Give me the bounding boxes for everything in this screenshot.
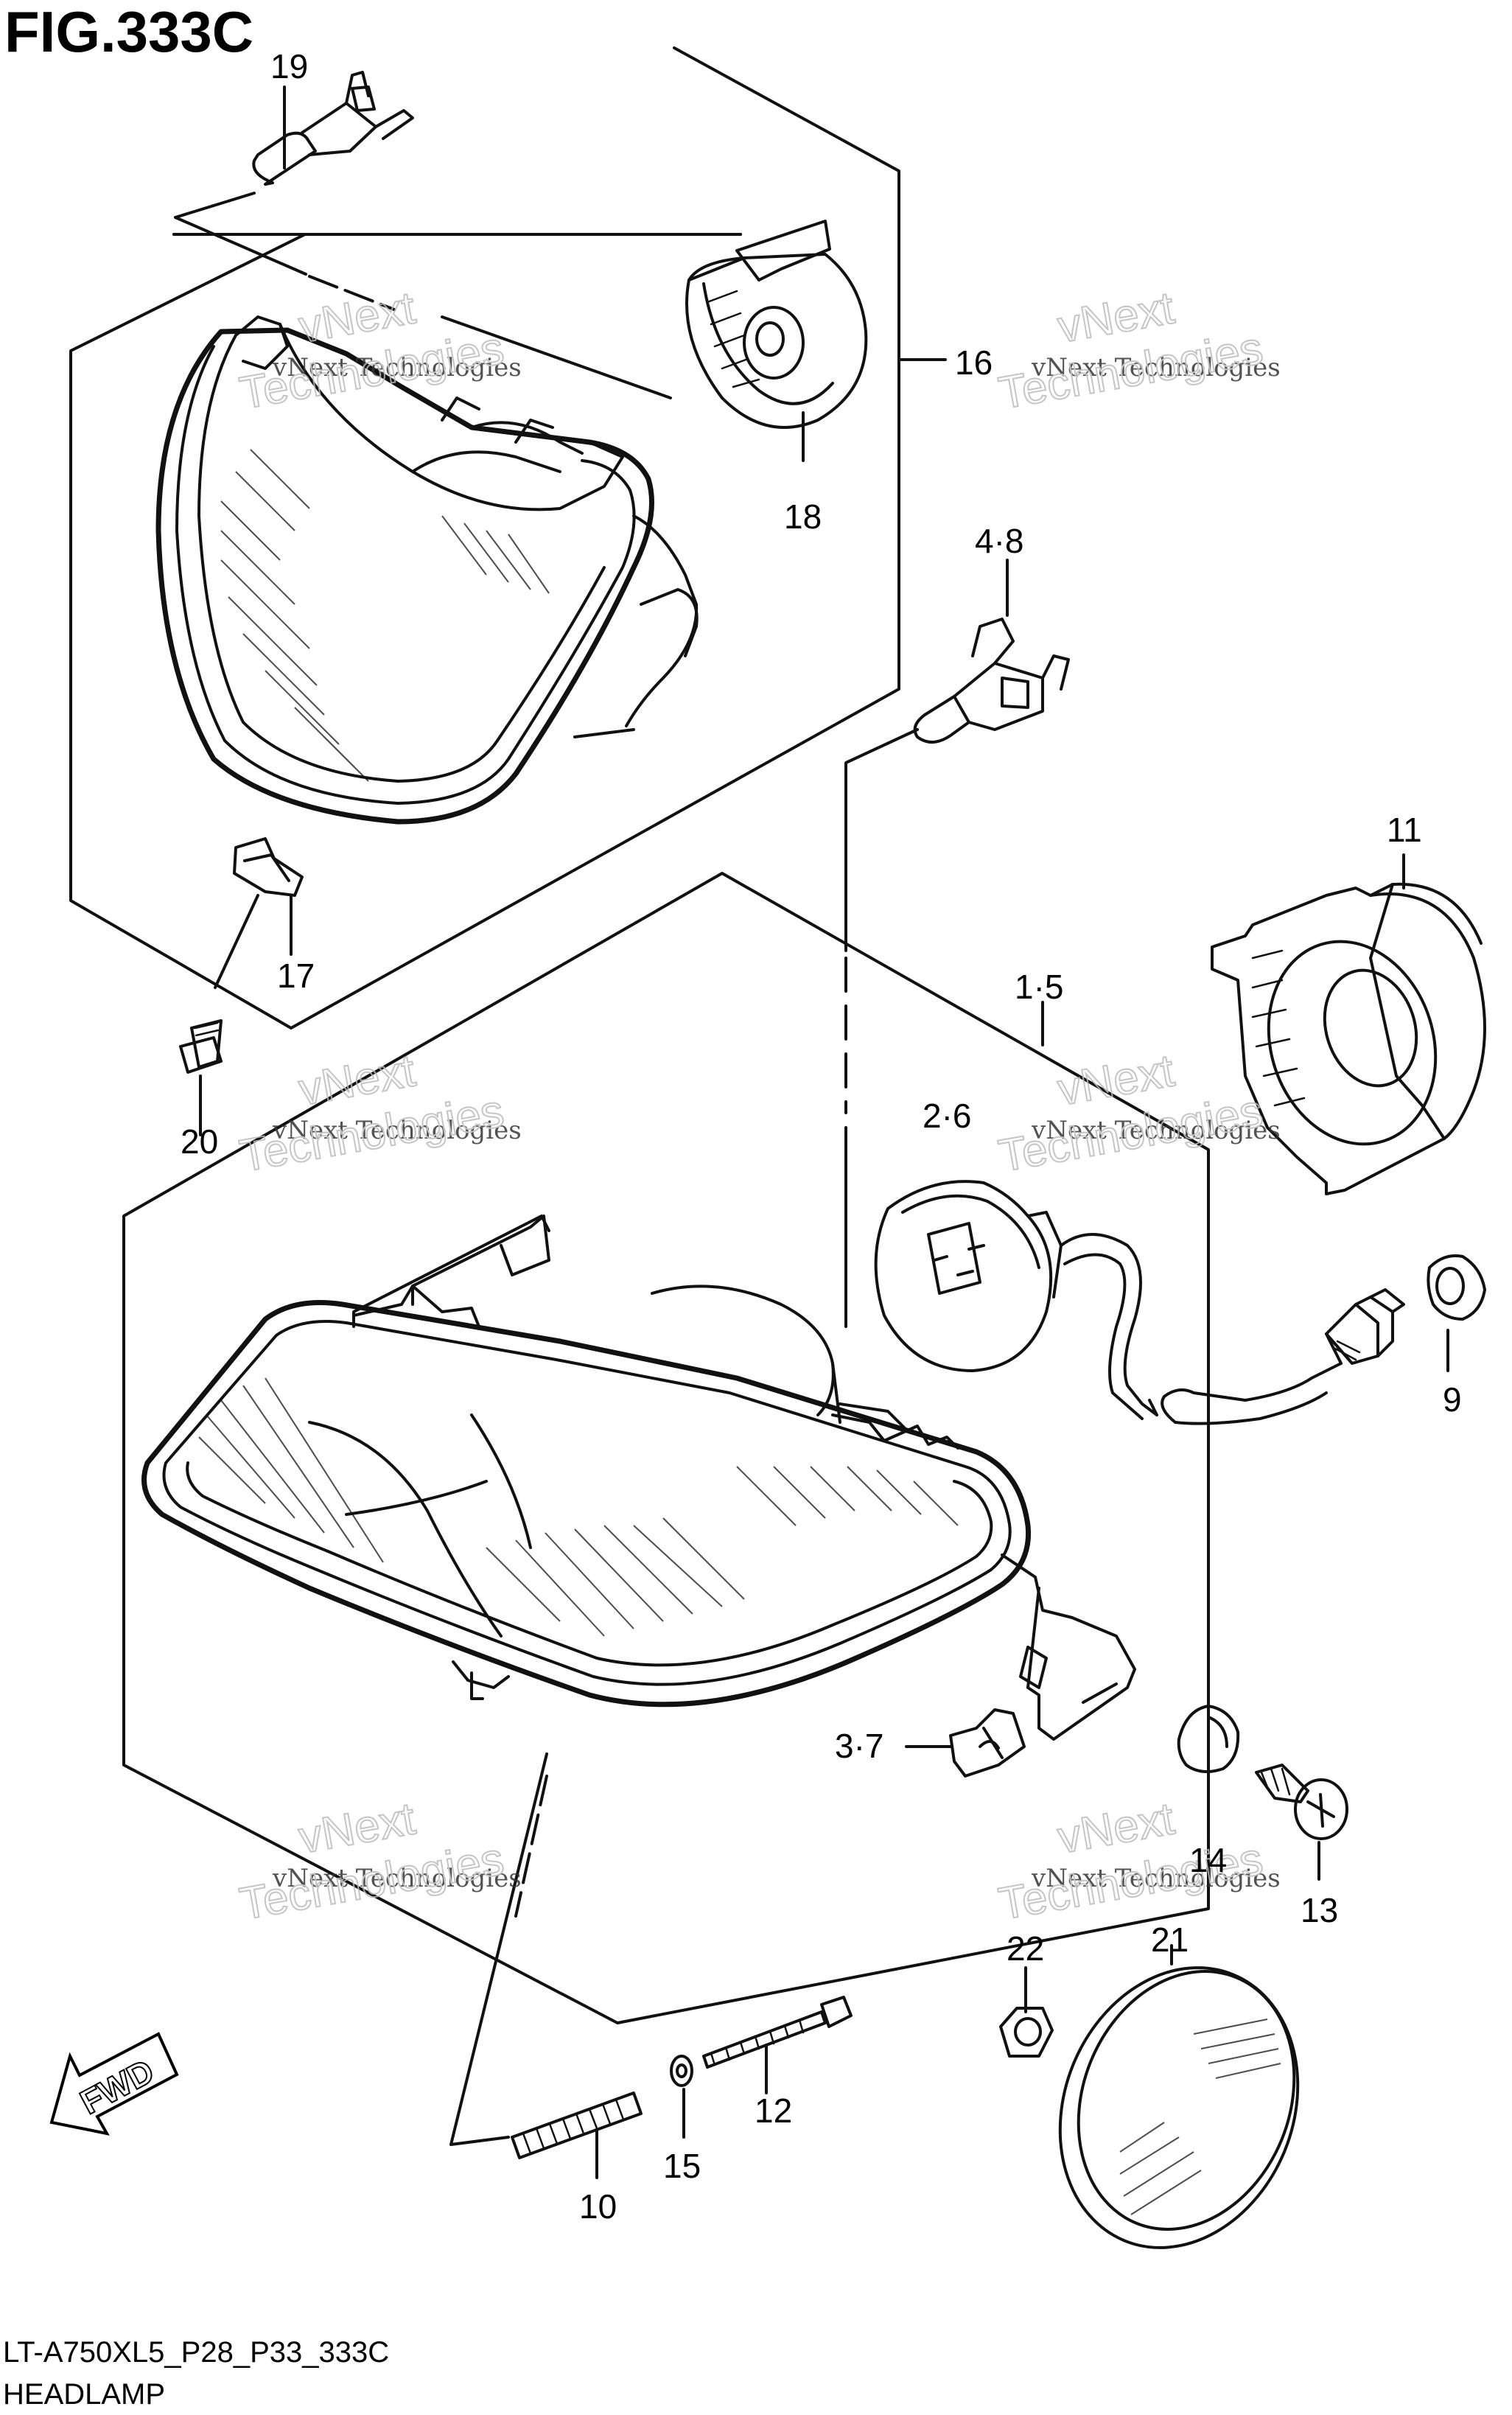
callout-2-6[interactable]: 2·6 [923, 1097, 971, 1135]
callout-1-5[interactable]: 1·5 [1015, 968, 1063, 1006]
clip-17[interactable] [233, 837, 304, 897]
watermarks: vNext Technologies vNext Technologies vN… [235, 282, 1281, 1930]
upper-headlamp-housing[interactable] [155, 315, 699, 825]
callout-labels: 19 16 18 4·8 11 17 1·5 2·6 20 9 3·7 14 1… [181, 47, 1462, 2226]
callout-9[interactable]: 9 [1443, 1380, 1462, 1419]
washer-15[interactable] [670, 2055, 693, 2087]
callout-21[interactable]: 21 [1151, 1921, 1189, 1959]
reflector-21[interactable] [1019, 1932, 1339, 2284]
bulb-4-8[interactable] [913, 618, 1070, 744]
leader-20-upper [214, 894, 259, 989]
callout-13[interactable]: 13 [1301, 1891, 1338, 1929]
callout-11[interactable]: 11 [1387, 811, 1422, 849]
callout-19[interactable]: 19 [270, 47, 308, 85]
callout-3-7[interactable]: 3·7 [835, 1727, 883, 1765]
model-code: LT-A750XL5_P28_P33_333C [3, 2336, 389, 2369]
callout-20[interactable]: 20 [181, 1122, 218, 1161]
callout-16[interactable]: 16 [955, 343, 993, 382]
svg-text:vNext Technologies: vNext Technologies [272, 353, 522, 382]
callout-22[interactable]: 22 [1007, 1929, 1044, 1968]
callout-12[interactable]: 12 [755, 2091, 792, 2130]
callout-14[interactable]: 14 [1189, 1841, 1227, 1879]
callout-15[interactable]: 15 [663, 2147, 701, 2185]
upper-assembly-frame [69, 46, 947, 1030]
leader-10-assembly [449, 1752, 548, 2146]
svg-text:vNext Technologies: vNext Technologies [1031, 1864, 1281, 1893]
connector [1325, 1288, 1405, 1365]
svg-text:vNext Technologies: vNext Technologies [1031, 353, 1281, 382]
fwd-arrow-icon: FWD [49, 2032, 179, 2136]
nut-22[interactable] [999, 2007, 1054, 2058]
svg-text:vNext Technologies: vNext Technologies [1031, 1116, 1281, 1145]
socket-2-6[interactable] [874, 1180, 1343, 1425]
svg-text:vNext Technologies: vNext Technologies [272, 1864, 522, 1893]
bulb-19[interactable] [252, 71, 414, 186]
lower-assembly-frame [122, 728, 1210, 2024]
grommet-14[interactable] [1177, 1705, 1240, 1773]
rear-cover-11[interactable] [1211, 882, 1486, 1195]
svg-text:vNext Technologies: vNext Technologies [272, 1116, 522, 1145]
leader-10-hidden [514, 1775, 548, 1918]
nut-clip-3-7[interactable] [949, 1708, 1026, 1778]
section-name: HEADLAMP [3, 2378, 165, 2411]
grommet-9[interactable] [1427, 1254, 1486, 1321]
callout-4-8[interactable]: 4·8 [975, 522, 1023, 560]
figure-title: FIG.333C [4, 0, 253, 64]
screw-13[interactable] [1255, 1764, 1348, 1840]
callout-17[interactable]: 17 [277, 957, 315, 995]
spring-10[interactable] [511, 2091, 643, 2159]
lower-headlamp-housing[interactable] [141, 1215, 1136, 1741]
adjust-screw-12[interactable] [702, 1996, 853, 2069]
bolt-20[interactable] [179, 1019, 223, 1074]
callout-18[interactable]: 18 [784, 497, 822, 536]
socket-cap-18[interactable] [685, 220, 868, 429]
callout-10[interactable]: 10 [579, 2187, 617, 2226]
